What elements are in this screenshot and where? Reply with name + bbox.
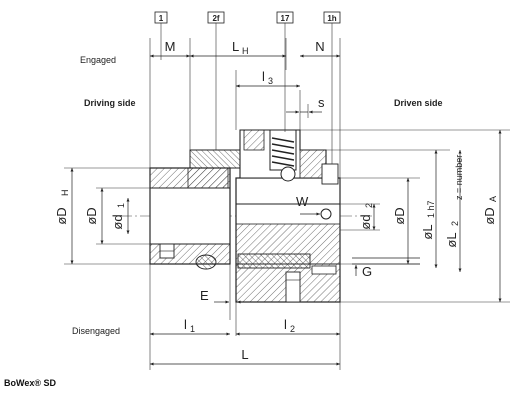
dim-d1-sub: 1 bbox=[116, 203, 126, 208]
dim-l3-sub: 3 bbox=[268, 76, 273, 86]
dim-lh-sub: H bbox=[242, 46, 249, 56]
tag-1: 1 bbox=[159, 14, 164, 23]
dim-l1: øL bbox=[420, 224, 435, 239]
disengaged-label: Disengaged bbox=[72, 326, 121, 336]
tag-2f: 2f bbox=[212, 14, 219, 23]
dim-d2: ød bbox=[358, 214, 373, 229]
dimension-lines bbox=[70, 54, 502, 366]
tag-1h: 1h bbox=[327, 14, 336, 23]
dim-l2-len: l bbox=[284, 317, 287, 332]
dim-s: s bbox=[318, 95, 325, 110]
dim-da-sub: A bbox=[488, 196, 498, 202]
dim-l1-len: l bbox=[184, 317, 187, 332]
dim-l2-sub: 2 bbox=[450, 221, 460, 226]
dim-l1-sub: 1 h7 bbox=[426, 200, 436, 218]
z-number-note: z = number bbox=[454, 155, 464, 200]
dim-l3: l bbox=[262, 69, 265, 84]
dim-l2: øL bbox=[444, 232, 459, 247]
dim-dh-sub: H bbox=[60, 190, 70, 197]
dim-n: N bbox=[315, 39, 324, 54]
dim-da: øD bbox=[482, 207, 497, 224]
tag-17: 17 bbox=[281, 14, 290, 23]
driving-side-label: Driving side bbox=[84, 98, 136, 108]
dim-g: G bbox=[362, 264, 372, 279]
dim-d1: ød bbox=[110, 214, 125, 229]
dim-e: E bbox=[200, 288, 209, 303]
dim-m: M bbox=[165, 39, 176, 54]
dim-l2-len-sub: 2 bbox=[290, 324, 295, 334]
right-hub bbox=[235, 129, 341, 303]
dim-d-right: øD bbox=[392, 207, 407, 224]
spring bbox=[269, 129, 297, 171]
dim-l1-len-sub: 1 bbox=[190, 324, 195, 334]
driven-side-label: Driven side bbox=[394, 98, 443, 108]
dim-d-left: øD bbox=[84, 207, 99, 224]
dim-w: W bbox=[296, 194, 309, 209]
dim-l-total: L bbox=[241, 347, 248, 362]
engaged-label: Engaged bbox=[80, 55, 117, 65]
dim-d2-sub: 2 bbox=[364, 203, 374, 208]
reference-tags: 1 2f 17 1h bbox=[154, 11, 341, 24]
product-caption: BoWex® SD bbox=[4, 378, 56, 388]
dim-dh: øD bbox=[54, 207, 69, 224]
dim-lh: L bbox=[232, 39, 239, 54]
